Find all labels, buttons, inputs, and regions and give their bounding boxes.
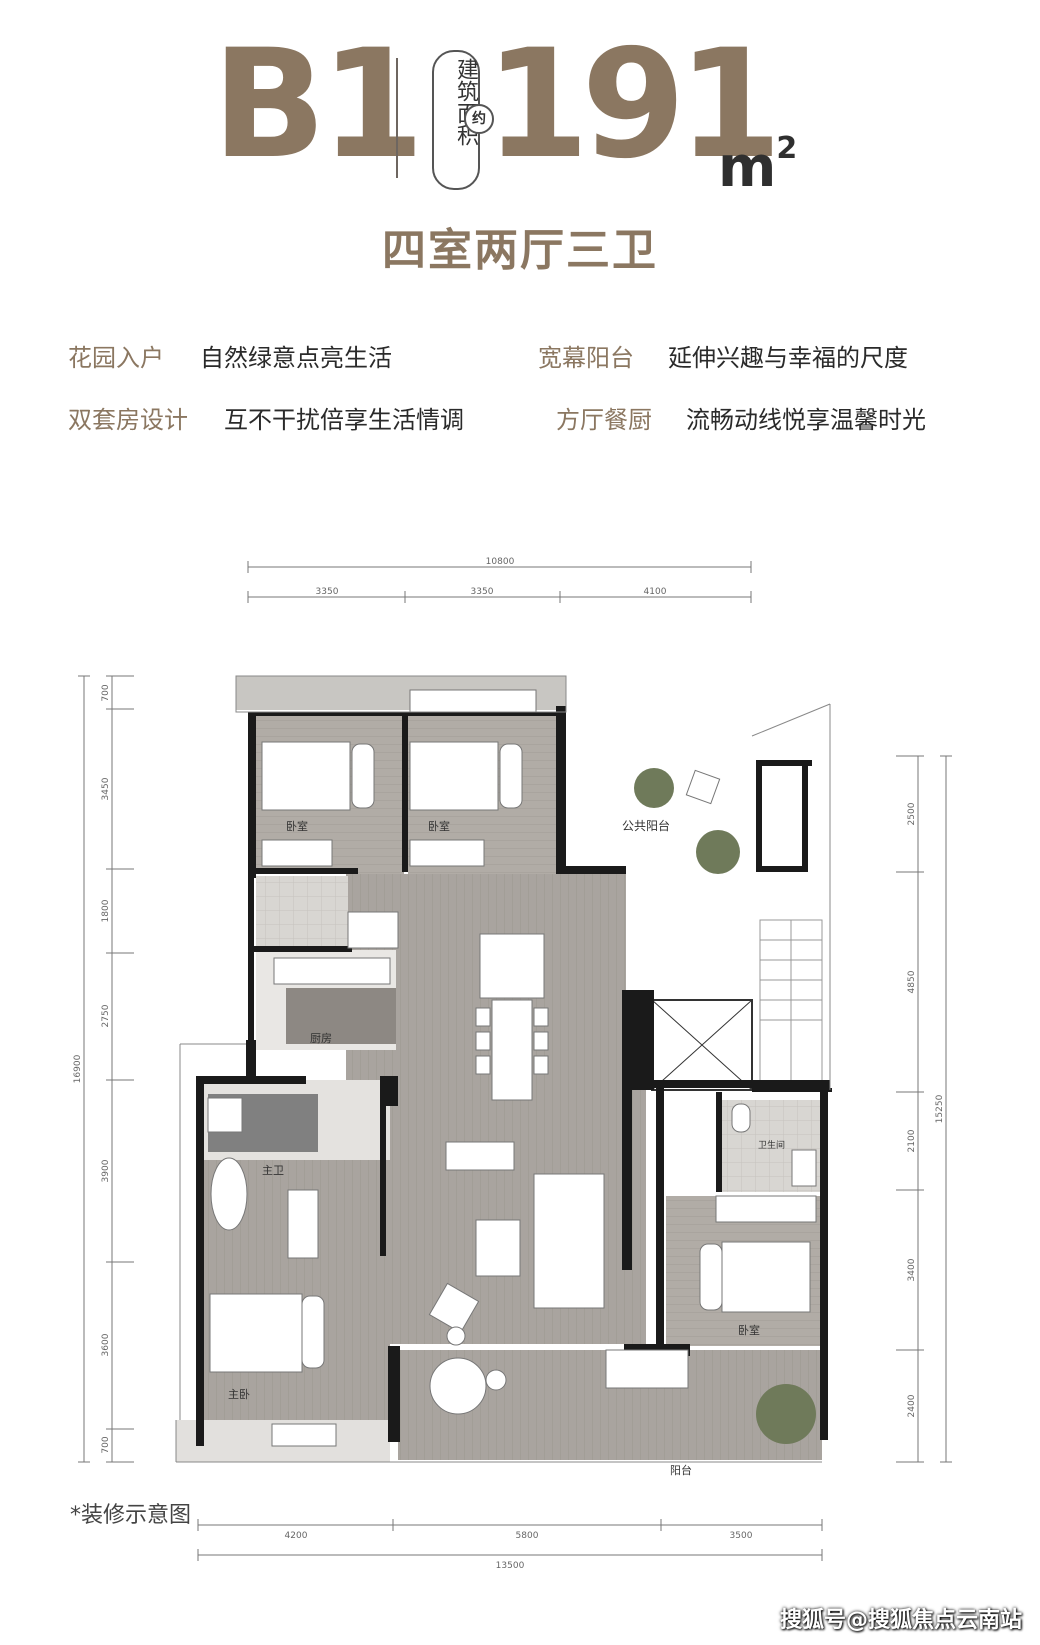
walls [196,706,832,1446]
title-divider [396,58,398,178]
label-public-balcony: 公共阳台 [622,818,670,833]
dim-top-1: 3350 [316,587,339,597]
dims-right [896,755,952,1463]
dim-top-3: 4100 [644,587,667,597]
area-unit: m2 [718,131,798,200]
dim-bottom-2: 5800 [516,1531,539,1541]
dim-left-3: 1800 [101,899,111,922]
feature-key-1: 花园入户 [68,344,164,372]
dim-bottom-3: 3500 [730,1531,753,1541]
dim-bottom-1: 4200 [285,1531,308,1541]
furniture [207,689,817,1447]
feature-value-1: 自然绿意点亮生活 [200,344,392,372]
dims-bottom [197,1519,823,1561]
watermark: 搜狐号@搜狐焦点云南站 [780,1608,1023,1633]
dim-left-6: 3600 [101,1333,111,1356]
feature-key-2: 宽幕阳台 [538,344,634,372]
label-kitchen: 厨房 [310,1032,332,1045]
dim-bottom-total: 13500 [496,1561,525,1571]
dim-left-5: 3900 [101,1159,111,1182]
label-balcony: 阳台 [670,1463,692,1477]
dim-left-4: 2750 [101,1004,111,1027]
dim-right-4: 3400 [907,1258,917,1281]
approx-badge: 约 [464,104,494,134]
label-bedroom-1: 卧室 [286,819,308,833]
label-bedroom-2: 卧室 [428,819,450,833]
feature-value-3: 互不干扰倍享生活情调 [224,406,464,434]
dim-left-2: 3450 [101,777,111,800]
dims-top [247,561,752,603]
label-bath-right: 卫生间 [758,1139,785,1151]
layout-type: 四室两厅三卫 [382,225,658,276]
dim-right-3: 2100 [907,1129,917,1152]
label-master-bath: 主卫 [262,1164,284,1177]
dim-left-7: 700 [101,1436,111,1453]
dims-left [78,675,134,1463]
dim-left-total: 16900 [73,1054,83,1083]
dim-right-5: 2400 [907,1394,917,1417]
bath-1-floor [256,876,348,946]
dim-left-1: 700 [101,684,111,701]
unit-code: B1 [212,18,425,192]
feature-value-2: 延伸兴趣与幸福的尺度 [668,344,908,372]
feature-value-4: 流畅动线悦享温馨时光 [686,406,926,434]
feature-key-3: 双套房设计 [68,406,188,434]
label-bedroom-right: 卧室 [738,1323,760,1337]
dim-right-total: 15250 [935,1094,945,1123]
footnote: *装修示意图 [70,1503,192,1528]
dim-right-1: 2500 [907,802,917,825]
dim-right-2: 4850 [907,970,917,993]
label-master-bedroom: 主卧 [228,1388,250,1401]
area-value: 191 [485,18,782,192]
feature-key-4: 方厅餐厨 [556,406,652,434]
dim-top-2: 3350 [471,587,494,597]
dim-top-total: 10800 [486,557,515,567]
